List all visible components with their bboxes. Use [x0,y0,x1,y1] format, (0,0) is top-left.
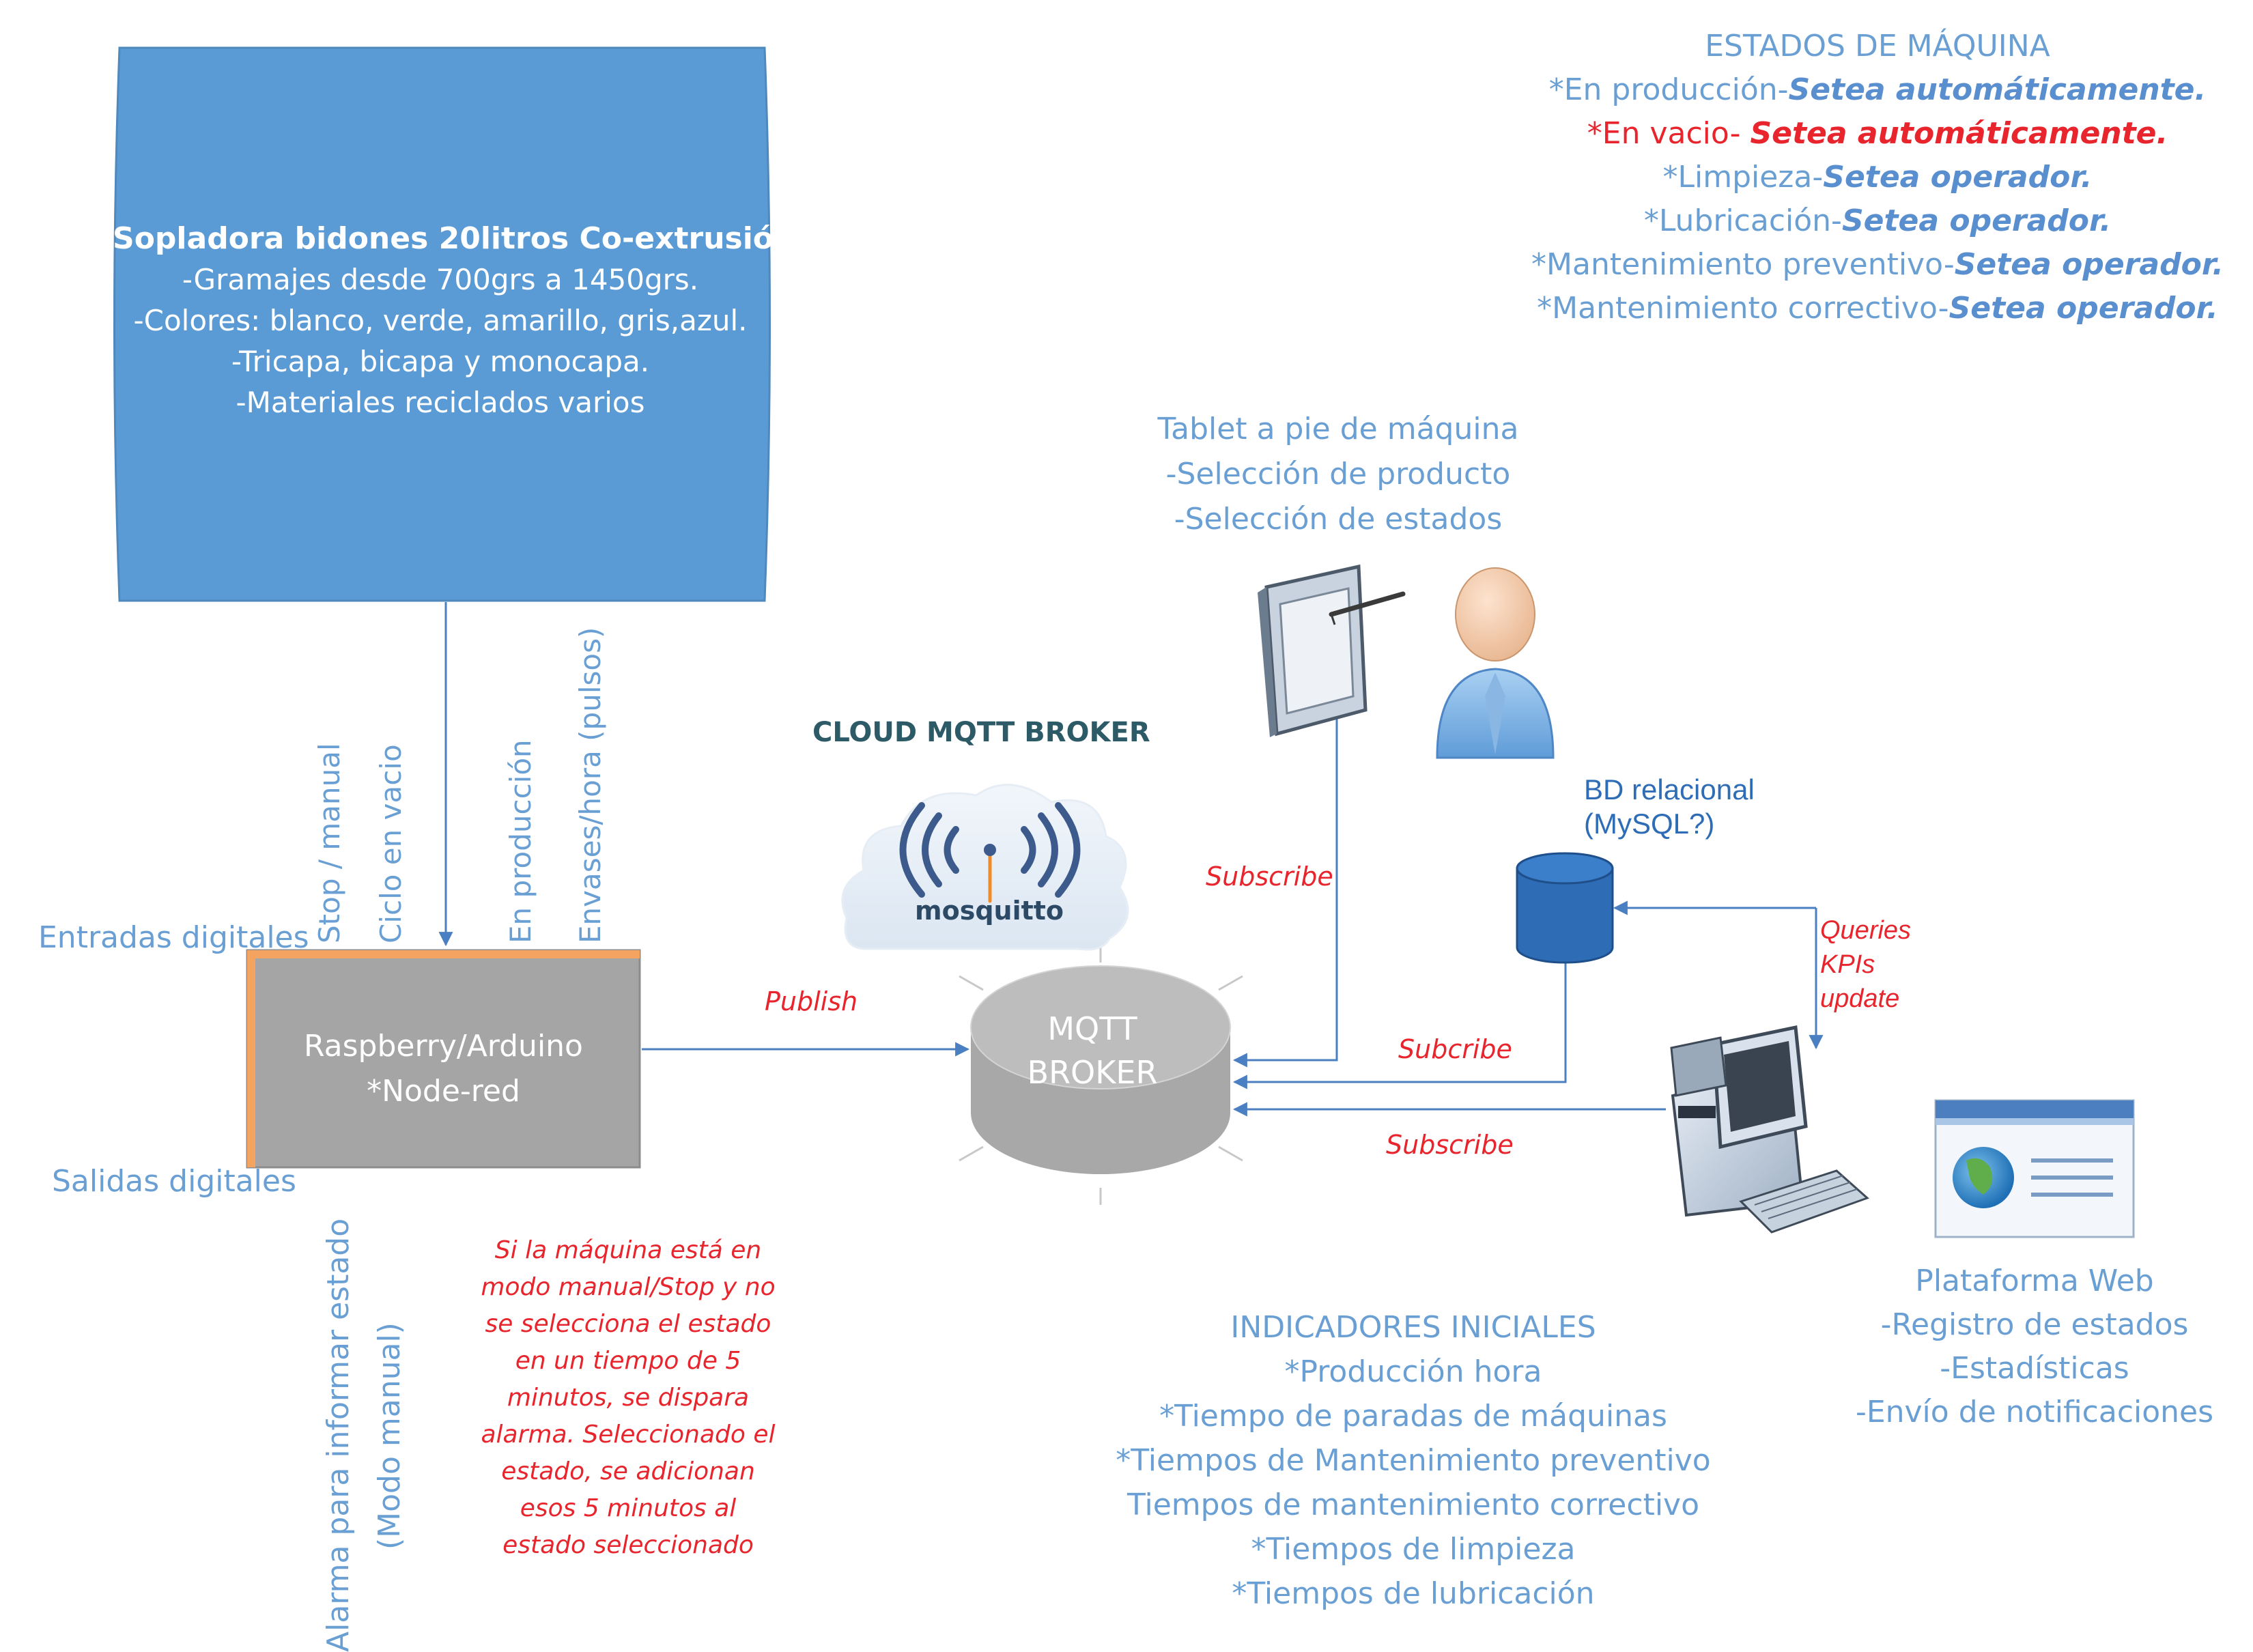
broker-line1: MQTT [1047,1010,1137,1047]
digital-inputs-label: Entradas digitales [38,920,309,955]
machine-shape [113,46,771,602]
alarm-note: Si la máquina está en modo manual/Stop y… [451,1232,806,1564]
machine-title: Sopladora bidones 20litros Co-extrusión [113,221,795,256]
alarm-note-line: Si la máquina está en [494,1236,762,1264]
subscribe-tablet-label: Subscribe [1206,861,1333,892]
states-title: ESTADOS DE MÁQUINA [1705,29,2050,63]
tablet-line: Tablet a pie de máquina [1157,412,1519,446]
digital-outputs-label: Salidas digitales [52,1164,296,1199]
signal-stop-manual: Stop / manual [313,743,346,943]
web-line: -Estadísticas [1940,1351,2129,1386]
database-label: BD relacional (MySQL?) [1584,773,1755,841]
alarm-note-line: minutos, se dispara [507,1384,750,1412]
state-item: *En producción-Setea automáticamente. [1548,72,2207,107]
alarm-note-line: esos 5 minutos al [520,1494,737,1522]
queries-label: Queries KPIs update [1820,913,1911,1016]
publish-label: Publish [765,986,858,1016]
controller-accent-left [247,950,255,1167]
tablet-line: -Selección de estados [1174,502,1503,537]
cloud-broker-title: CLOUD MQTT BROKER [812,717,1150,748]
db-subscribe-arrow [1232,959,1567,1090]
indicator-item: *Tiempo de paradas de máquinas [1159,1399,1667,1434]
web-platform-description: Plataforma Web -Registro de estados -Est… [1830,1259,2239,1434]
indicators-title: INDICADORES INICIALES [1230,1310,1596,1345]
subcribe-db-label: Subcribe [1398,1034,1512,1064]
subscribe-pc-label: Subscribe [1386,1130,1514,1160]
web-line: -Registro de estados [1880,1307,2189,1342]
alarm-note-line: estado, se adicionan [501,1457,755,1485]
machine-states: ESTADOS DE MÁQUINA *En producción-Setea … [1475,25,2253,330]
alarm-note-line: modo manual/Stop y no [481,1273,776,1301]
alarm-mode-label: (Modo manual) [372,1322,407,1550]
signal-in-production: En producción [504,739,537,943]
queries-line: KPIs [1820,950,1875,979]
computer-icon [1670,1025,1869,1234]
machine-description: Sopladora bidones 20litros Co-extrusión … [113,218,795,423]
web-platform-icon [1934,1099,2135,1238]
machine-line: -Tricapa, bicapa y monocapa. [231,345,650,378]
broker-cylinder [970,965,1231,1174]
cloud-shape [841,784,1129,951]
mosquitto-logo-icon [899,802,1081,903]
state-item: *Mantenimiento correctivo-Setea operador… [1537,291,2218,326]
state-item: *Lubricación-Setea operador. [1643,203,2112,238]
alarm-label: Alarma para informar estado [321,1218,356,1652]
user-icon [1436,567,1555,759]
alarm-note-line: se selecciona el estado [485,1310,771,1338]
indicator-item: *Tiempos de limpieza [1251,1532,1576,1567]
queries-line: update [1820,984,1900,1013]
alarm-note-line: en un tiempo de 5 [515,1347,741,1375]
broker-label: MQTT BROKER [969,1007,1215,1094]
database-icon [1516,852,1614,964]
state-item: *Limpieza-Setea operador. [1662,160,2093,195]
mosquitto-wordmark: mosquitto [915,896,1064,926]
broker-line2: BROKER [1027,1054,1158,1091]
machine-line: -Materiales reciclados varios [236,386,645,419]
controller-accent-top [247,950,640,958]
state-item: *Mantenimiento preventivo-Setea operador… [1531,247,2224,282]
controller-software: *Node-red [367,1074,520,1109]
machine-line: -Colores: blanco, verde, amarillo, gris,… [133,304,748,337]
indicator-item: Tiempos de mantenimiento correctivo [1126,1487,1700,1522]
machine-line: -Gramajes desde 700grs a 1450grs. [182,263,699,296]
database-line2: (MySQL?) [1584,808,1715,840]
controller-box [246,949,641,1169]
signal-idle-cycle: Ciclo en vacio [374,744,408,943]
indicator-item: *Tiempos de lubricación [1232,1576,1595,1611]
tablet-icon [1258,564,1406,737]
tablet-subscribe-arrow [1232,717,1338,1068]
alarm-note-line: alarma. Seleccionado el [481,1421,776,1449]
signal-containers-hour: Envases/hora (pulsos) [573,627,607,943]
database-line1: BD relacional [1584,773,1755,806]
web-line: Plataforma Web [1915,1264,2154,1298]
tablet-description: Tablet a pie de máquina -Selección de pr… [1106,407,1570,542]
indicator-item: *Tiempos de Mantenimiento preventivo [1116,1443,1711,1478]
tablet-line: -Selección de producto [1165,457,1511,492]
state-item: *En vacio- Setea automáticamente. [1587,116,2168,151]
web-line: -Envío de notificaciones [1855,1395,2214,1429]
controller-name: Raspberry/Arduino [304,1029,583,1064]
controller-label: Raspberry/Arduino *Node-red [247,1024,640,1114]
queries-line: Queries [1820,916,1912,945]
initial-indicators: INDICADORES INICIALES *Producción hora *… [1045,1305,1782,1616]
alarm-note-line: estado seleccionado [502,1531,754,1559]
indicator-item: *Producción hora [1284,1354,1542,1389]
broker-rays [959,945,1243,1205]
